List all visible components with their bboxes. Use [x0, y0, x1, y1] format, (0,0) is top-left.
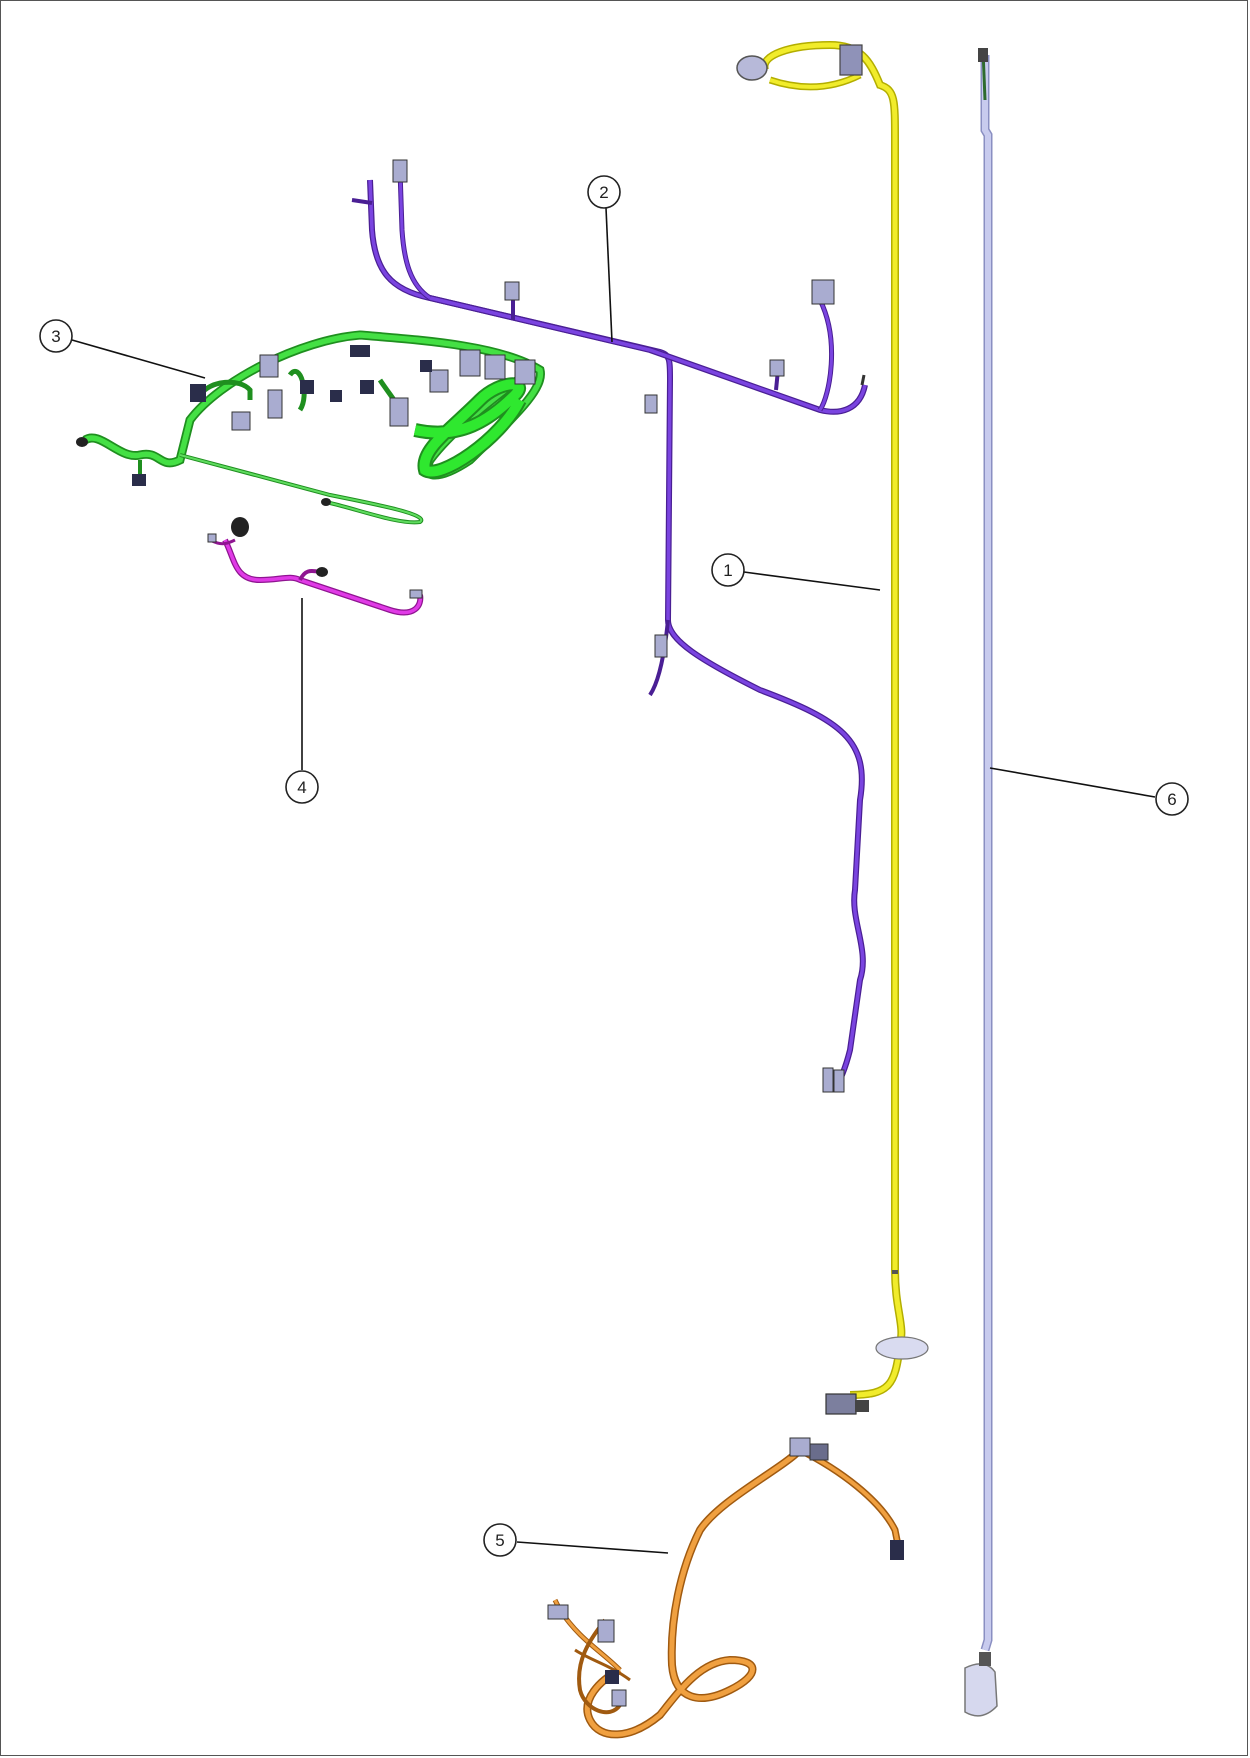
- callout-2: 2: [587, 175, 621, 209]
- leader-line-6: [989, 767, 1156, 798]
- harness-5-cable: [547, 1437, 904, 1739]
- callout-1-label: 1: [723, 561, 732, 580]
- leader-line-5: [516, 1541, 669, 1554]
- callout-2-label: 2: [599, 183, 608, 202]
- callout-1: 1: [711, 553, 745, 587]
- callout-5-label: 5: [495, 1531, 504, 1550]
- callout-3-label: 3: [51, 327, 60, 346]
- harness-6-cable: [964, 48, 998, 1717]
- callout-4-label: 4: [297, 778, 306, 797]
- leader-line-1: [743, 571, 881, 591]
- callout-6-label: 6: [1167, 790, 1176, 809]
- harness-2-cable: [351, 159, 868, 1093]
- callout-3: 3: [39, 319, 73, 353]
- harness-1-cable: [736, 40, 929, 1415]
- harness-3-cable: [76, 330, 545, 525]
- harness-4-cable: [207, 517, 424, 616]
- callout-4: 4: [285, 770, 319, 804]
- callout-6: 6: [1155, 782, 1189, 816]
- leader-line-2: [605, 207, 613, 343]
- callout-5: 5: [483, 1523, 517, 1557]
- leader-line-3: [71, 339, 206, 379]
